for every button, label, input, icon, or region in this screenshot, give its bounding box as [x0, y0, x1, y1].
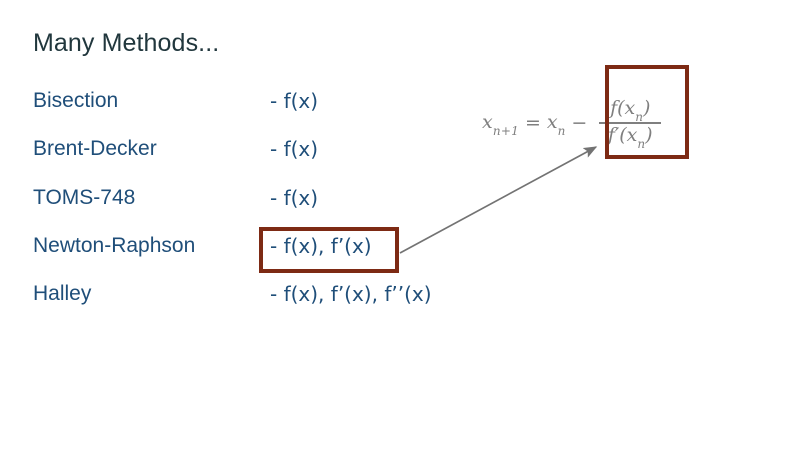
formula-lhs-subscript: n+1 [492, 124, 519, 139]
formula-denominator-subscript: n [637, 136, 646, 151]
list-item: Brent-Decker - f(x) [33, 134, 493, 182]
formula-highlight-box [605, 65, 689, 159]
method-name-toms-748: TOMS-748 [33, 185, 136, 209]
newton-update-formula: xn+1 = xn − f(xn) f′(xn) [482, 97, 662, 151]
formula-lhs: xn+1 [482, 111, 519, 138]
formula-rhs-base: x [546, 111, 558, 134]
formula-numerator: f(xn) [605, 97, 655, 124]
list-item: Newton-Raphson - f(x), f’(x) [33, 231, 493, 279]
list-item: TOMS-748 - f(x) [33, 183, 493, 231]
methods-list: Bisection - f(x) Brent-Decker - f(x) TOM… [33, 86, 493, 327]
newton-raphson-highlight-box [259, 227, 399, 273]
method-requirements-toms-748: - f(x) [270, 185, 319, 210]
method-name-halley: Halley [33, 282, 92, 306]
formula-rhs-subscript: n [557, 124, 566, 139]
page-title: Many Methods... [33, 29, 220, 57]
formula-fraction-bar [599, 121, 662, 124]
formula-denominator-close: ) [645, 123, 653, 146]
formula-minus: − [571, 111, 588, 134]
list-item: Bisection - f(x) [33, 86, 493, 134]
formula-rhs-term: xn [546, 111, 565, 138]
method-requirements-bisection: - f(x) [270, 89, 319, 113]
method-name-brent-decker: Brent-Decker [33, 137, 157, 161]
list-item: Halley - f(x), f’(x), f’’(x) [33, 279, 493, 327]
formula-fraction: f(xn) f′(xn) [599, 97, 662, 151]
formula-denominator-fn: f′(x [607, 123, 638, 146]
formula-numerator-close: ) [642, 97, 651, 119]
formula-numerator-fn: f(x [610, 97, 636, 119]
method-name-newton-raphson: Newton-Raphson [33, 233, 196, 257]
formula-equals: = [524, 111, 541, 134]
formula-numerator-subscript: n [635, 110, 643, 124]
method-name-bisection: Bisection [33, 89, 119, 112]
formula-denominator: f′(xn) [603, 123, 658, 151]
formula-lhs-base: x [482, 111, 493, 134]
method-requirements-halley: - f(x), f’(x), f’’(x) [270, 282, 432, 307]
method-requirements-newton-raphson: - f(x), f’(x) [270, 233, 372, 258]
method-requirements-brent-decker: - f(x) [270, 137, 319, 162]
